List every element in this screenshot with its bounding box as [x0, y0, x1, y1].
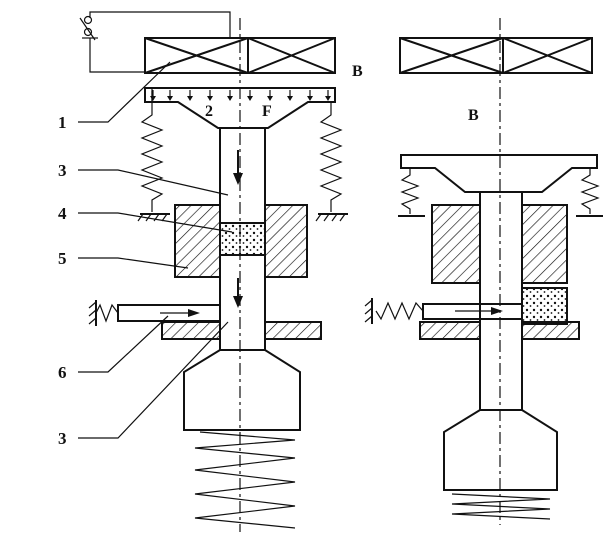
label-B-left: B [352, 63, 363, 80]
force-arrow-head [307, 96, 313, 101]
left-assembly [79, 11, 348, 532]
force-arrow-head [267, 96, 273, 101]
force-arrow-head [187, 96, 193, 101]
force-arrow-head [247, 96, 253, 101]
force-arrow-head [287, 96, 293, 101]
right-support-springs [398, 168, 603, 217]
armature-plate-right [400, 154, 598, 193]
callout-leaders [78, 61, 233, 439]
callout-3-lower: 3 [58, 429, 67, 448]
left-support-springs [137, 102, 348, 222]
hammer-head-right [443, 409, 558, 491]
callout-3-upper: 3 [58, 161, 67, 180]
main-spring-right [451, 493, 551, 520]
label-F: F [262, 103, 272, 120]
callout-6: 6 [58, 363, 67, 382]
stem-right [479, 191, 523, 411]
stem-upper [219, 127, 266, 224]
callout-labels: 1 3 4 5 6 3 [58, 113, 67, 448]
body-block-right [431, 204, 568, 284]
armature-arrows [150, 90, 331, 101]
callout-1: 1 [58, 113, 67, 132]
force-arrow-head [150, 96, 156, 101]
force-arrow-head [227, 96, 233, 101]
control-circuit [79, 11, 231, 73]
callout-5: 5 [58, 249, 67, 268]
label-B-right: B [468, 107, 479, 124]
guide-plate [161, 321, 322, 340]
filling-material-right [521, 287, 568, 325]
callout-4: 4 [58, 204, 67, 223]
label-2: 2 [205, 103, 213, 120]
force-arrow-head [325, 96, 331, 101]
main-spring [194, 431, 296, 529]
switch-icon [79, 15, 98, 41]
filling-material [219, 222, 266, 256]
electromagnet-coil-right [399, 37, 593, 74]
guide-plate-right [419, 321, 580, 340]
latch-bar-right [364, 298, 523, 324]
hammer-head [183, 349, 301, 431]
force-arrow-head [207, 96, 213, 101]
stem-lower [219, 254, 266, 351]
right-assembly [364, 18, 603, 525]
force-arrow-head [167, 96, 173, 101]
